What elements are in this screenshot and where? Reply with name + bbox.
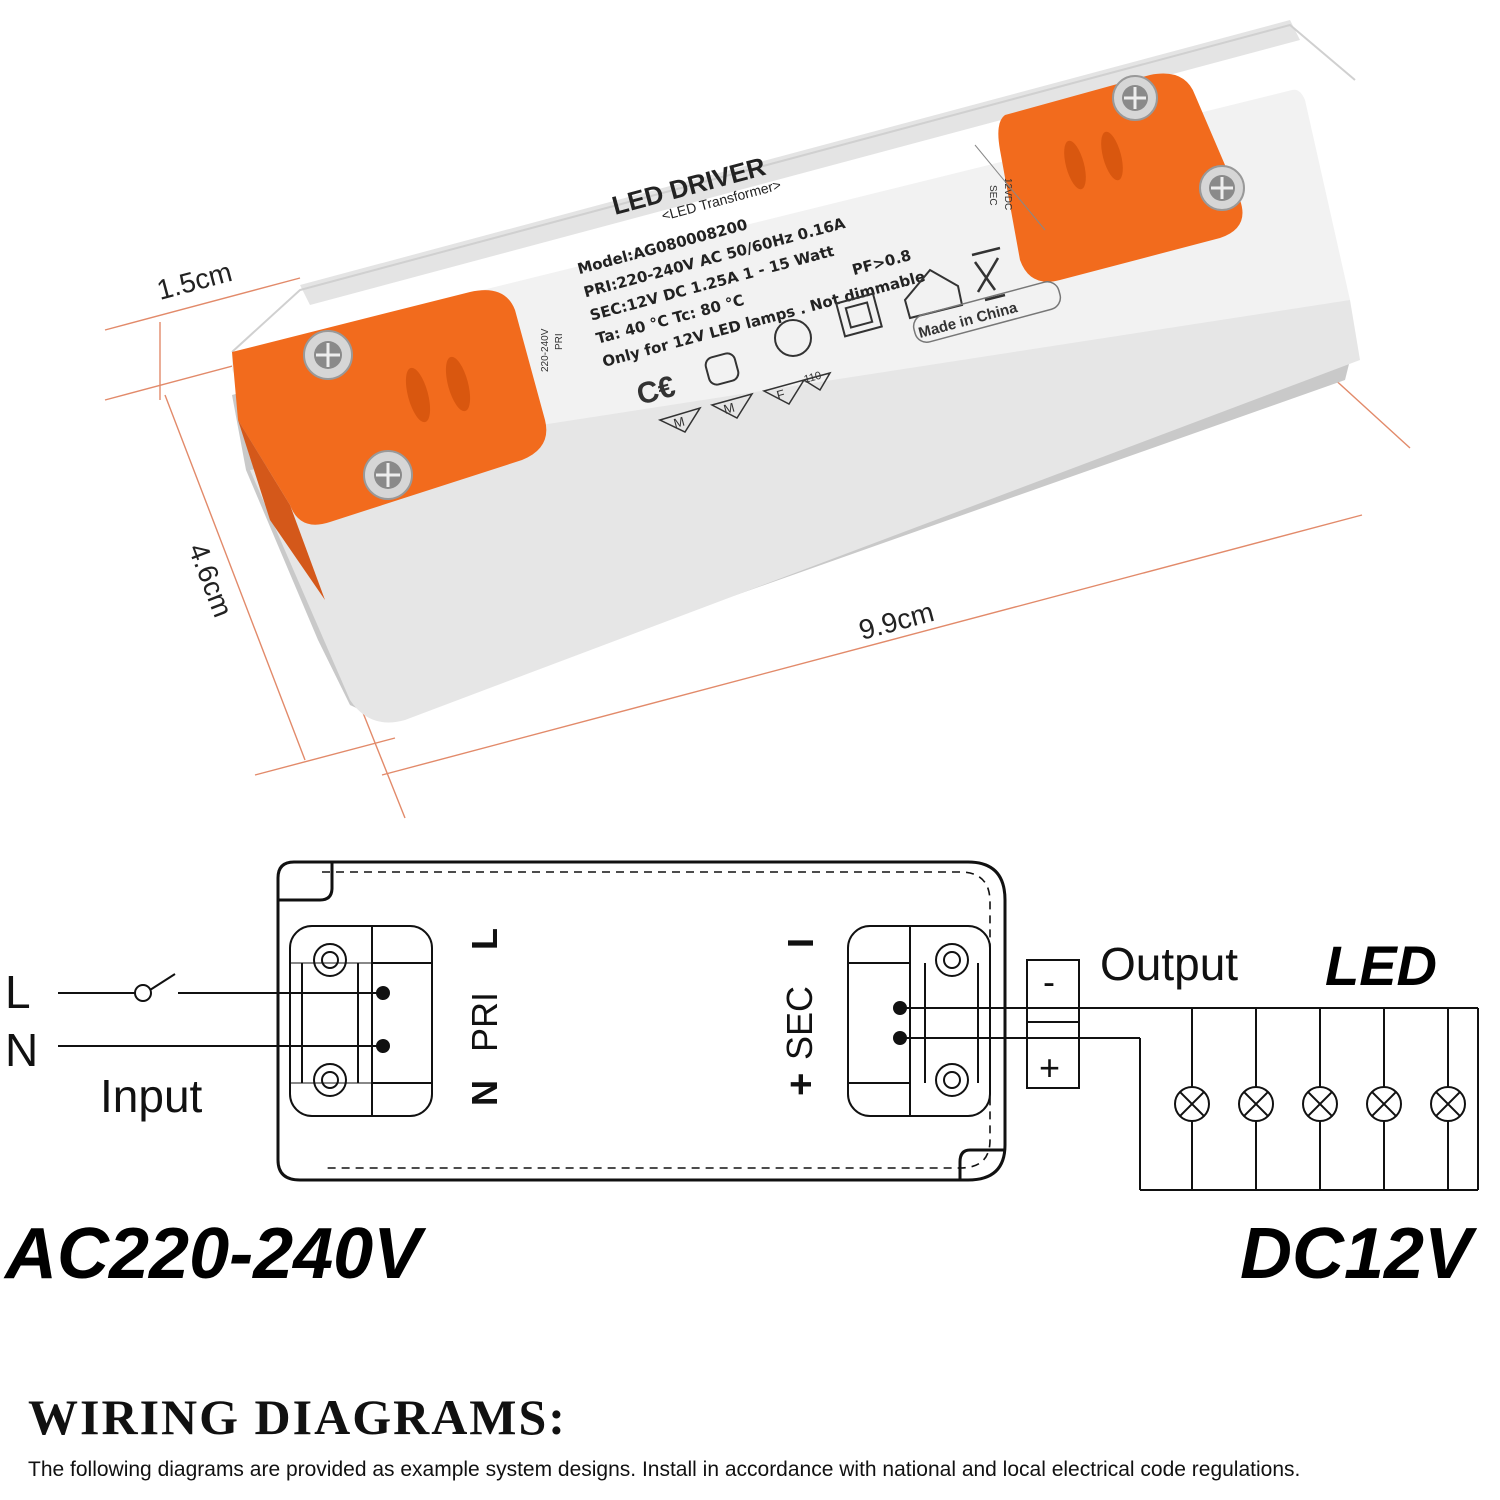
led-lamp [1302, 1008, 1338, 1190]
led-lamp [1366, 1008, 1402, 1190]
ac-voltage-label: AC220-240V [3, 1214, 427, 1294]
driver-outline [276, 860, 1007, 1182]
pri-tag-mark: PRI [554, 333, 565, 350]
output-plus-label: + [1039, 1047, 1060, 1088]
mark-110: 110 [803, 370, 823, 386]
led-lamp-array [1174, 1008, 1466, 1190]
input-l-label: L [5, 966, 31, 1018]
led-lamp [1174, 1008, 1210, 1190]
led-lamp [1430, 1008, 1466, 1190]
double-insulation-icon [835, 292, 883, 338]
sec-minus-terminal-label: I [780, 938, 821, 948]
output-wiring [900, 959, 1479, 1191]
input-label: Input [100, 1070, 203, 1122]
led-label: LED [1325, 934, 1437, 997]
wiring-diagram: L N Input L PRI N I SEC + - + Output LED… [3, 860, 1479, 1294]
input-wiring [58, 973, 383, 1047]
indoor-use-icon [903, 268, 964, 320]
dc-voltage-label: DC12V [1240, 1214, 1478, 1294]
sec-plus-connection [893, 1031, 907, 1045]
sec-voltage-mark: 12VDC [1002, 178, 1013, 210]
pri-terminal-label: PRI [464, 992, 505, 1052]
pri-n-terminal-label: N [464, 1080, 505, 1106]
lamp-mark-icon [704, 352, 740, 386]
output-label: Output [1100, 938, 1238, 990]
secondary-terminal-block [847, 925, 991, 1117]
pri-l-connection [376, 986, 390, 1000]
sec-terminal-label: SEC [779, 986, 820, 1060]
sec-tag-mark: SEC [987, 185, 998, 206]
mounting-triangles [657, 371, 832, 433]
primary-terminal-block [289, 925, 433, 1117]
weee-bin-icon [971, 246, 1006, 302]
mark-f: F [775, 386, 787, 403]
primary-terminal-cover [232, 290, 547, 600]
pri-n-connection [376, 1039, 390, 1053]
mark-m1: M [672, 414, 686, 431]
product-illustration: 1.5cm 4.6cm 9.9cm [104, 20, 1411, 819]
pri-l-terminal-label: L [464, 928, 505, 950]
secondary-terminal-cover [998, 73, 1245, 282]
sec-minus-connection [893, 1001, 907, 1015]
sec-plus-terminal-label: + [779, 1073, 823, 1096]
furniture-mark-icon [774, 319, 812, 357]
output-minus-label: - [1043, 961, 1055, 1002]
footer-title: WIRING DIAGRAMS: [28, 1389, 567, 1445]
input-switch [149, 973, 176, 991]
pri-voltage-mark: 220-240V [540, 328, 551, 372]
input-n-label: N [5, 1024, 38, 1076]
led-lamp [1238, 1008, 1274, 1190]
mark-m2: M [722, 400, 736, 417]
footer-note: The following diagrams are provided as e… [28, 1458, 1301, 1481]
